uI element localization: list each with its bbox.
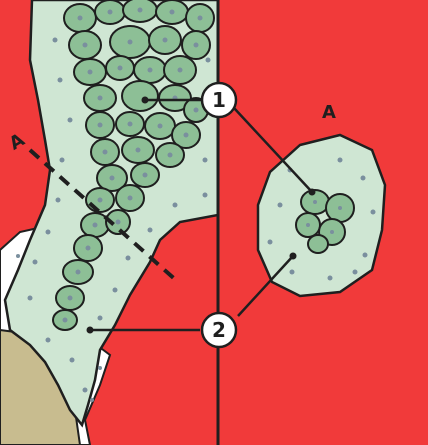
callout-1-dot-b — [309, 189, 316, 196]
callout-2-number: 2 — [212, 318, 226, 342]
callout-1-number: 1 — [212, 88, 226, 112]
callout-2-dot-a — [87, 327, 94, 334]
callout-2-dot-b — [290, 253, 297, 260]
callout-1-dot-a — [142, 97, 149, 104]
inset-label: A — [322, 102, 336, 123]
